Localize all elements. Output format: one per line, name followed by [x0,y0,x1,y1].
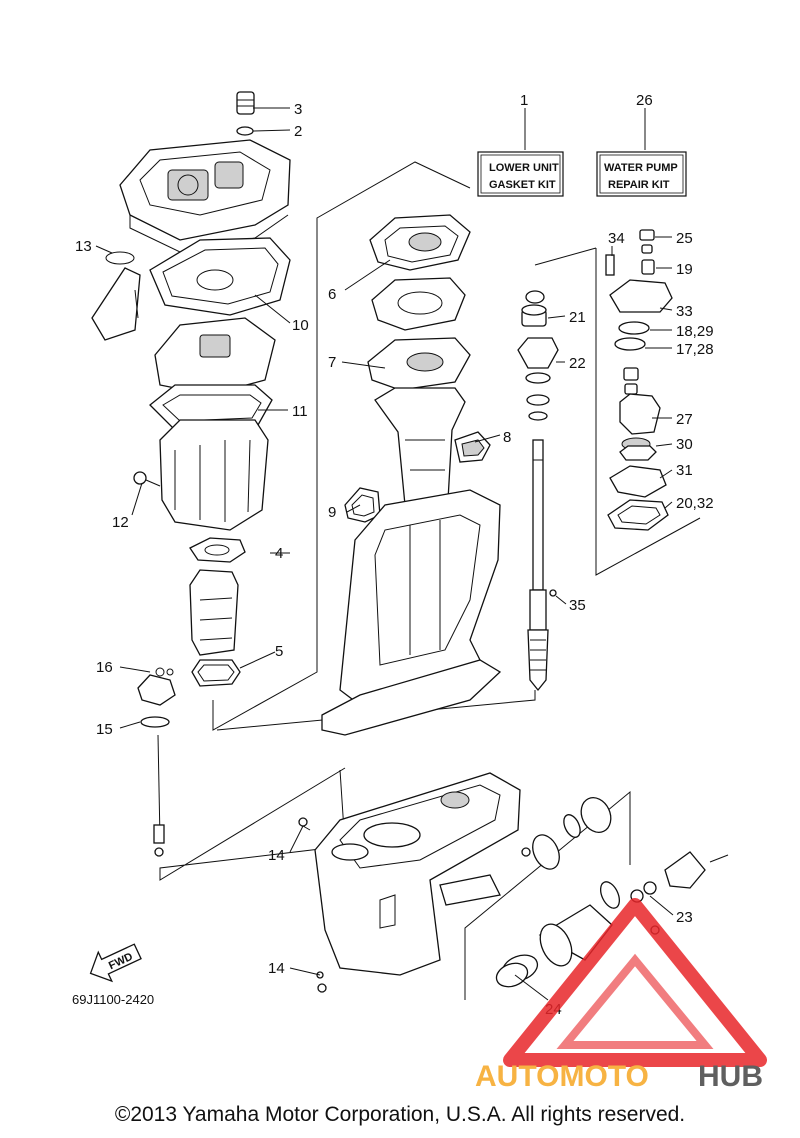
lower-case-midsection [321,489,502,736]
upper-case-housing [374,387,466,506]
watermark-brand-part2: HUB [698,1060,763,1093]
callout-22: 22 [569,355,586,372]
callout-14-upper: 14 [268,847,285,864]
callout-27: 27 [676,411,693,428]
callout-30: 30 [676,436,693,453]
automotohub-watermark: AUTOMOTO HUB [475,898,767,1093]
drain-plug-part-3 [236,91,255,136]
diagram-code: 69J1100-2420 [72,992,154,1007]
callout-35: 35 [569,597,586,614]
gasket-part-10 [149,237,291,316]
callout-11: 11 [292,403,308,420]
callout-16: 16 [96,659,113,676]
kit-label-line2: GASKET KIT [489,179,556,191]
drive-shaft-assembly [517,290,559,692]
upper-casing [119,139,291,253]
callout-21: 21 [569,309,586,326]
washer-part-14a [298,817,311,831]
shift-rod [153,734,165,857]
gasket-part-6 [369,214,471,271]
bracket-part-16 [137,667,176,706]
callout-15: 15 [96,721,113,738]
callout-2: 2 [294,123,302,140]
seal-part-5 [191,659,241,687]
callout-31: 31 [676,462,693,479]
callout-3: 3 [294,101,302,118]
callout-20-32: 20,32 [676,495,714,512]
callout-19: 19 [676,261,693,278]
water-pump-repair-kit: 26 WATER PUMP REPAIR KIT [596,92,687,197]
rubber-mount-part-8 [454,431,491,463]
callout-10: 10 [292,317,309,334]
watermark-brand-part1: AUTOMOTO [475,1060,649,1093]
exhaust-pipe [189,569,239,656]
gasket-part-4 [189,537,246,563]
kit-label-line2: REPAIR KIT [608,179,670,191]
callout-17-28: 17,28 [676,341,714,358]
copyright-notice: ©2013 Yamaha Motor Corporation, U.S.A. A… [114,1103,686,1126]
gasket-part-7 [367,337,471,391]
lower-unit-gasket-kit: 1 LOWER UNIT GASKET KIT [477,92,564,197]
callout-12: 12 [112,514,129,531]
callout-numbers: 3 2 10 11 13 12 4 5 16 15 6 7 8 9 14 14 … [75,101,714,1018]
callout-5: 5 [275,643,283,660]
callout-18-29: 18,29 [676,323,714,340]
fwd-arrow: FWD [89,943,142,983]
callout-34: 34 [608,230,625,247]
lower-unit-gearcase [314,772,521,976]
exhaust-manifold [154,317,276,396]
callout-13: 13 [75,238,92,255]
kit-label-line1: LOWER UNIT [489,162,559,174]
fwd-label: FWD [107,951,135,972]
water-pump-assembly [605,229,673,531]
callout-14-lower: 14 [268,960,285,977]
exhaust-guide-part-13 [91,251,141,341]
oring-part-15 [140,716,170,728]
muffler-body [159,419,269,531]
callout-23: 23 [676,909,693,926]
callout-25: 25 [676,230,693,247]
propeller-shaft-components [495,796,729,988]
callout-6: 6 [328,286,336,303]
callout-26: 26 [636,92,653,109]
callout-9: 9 [328,504,336,521]
callout-4: 4 [275,545,283,562]
callout-8: 8 [503,429,511,446]
callout-7: 7 [328,354,336,371]
callout-leaders [95,107,674,1001]
plate-part-6b [371,277,466,331]
kit-label-line1: WATER PUMP [604,162,678,174]
callout-33: 33 [676,303,693,320]
bolt-part-12 [133,471,161,487]
callout-1: 1 [520,92,528,109]
